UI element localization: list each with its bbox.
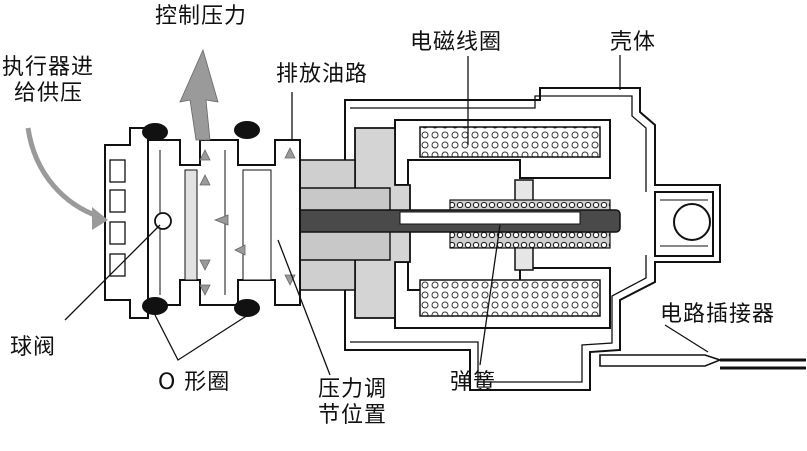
connector-pin (599, 354, 806, 370)
label-solenoid-coil: 电磁线圈 (410, 30, 503, 55)
leader-lines (64, 55, 709, 376)
ball-valve-part (154, 212, 172, 230)
label-ball-valve: 球阀 (10, 335, 57, 360)
label-actuator-supply-line1: 执行器进 (2, 55, 95, 80)
solenoid-coil-windings (419, 126, 601, 317)
label-actuator-supply: 执行器进 给供压 (2, 55, 94, 107)
label-pressure-regulation: 压力调 节位置 (318, 377, 387, 429)
o-rings (142, 121, 260, 317)
label-control-pressure: 控制压力 (155, 4, 248, 29)
label-drain-path: 排放油路 (276, 62, 369, 87)
label-actuator-supply-line2: 给供压 (14, 81, 84, 106)
label-pressure-regulation-line2: 节位置 (318, 403, 388, 428)
inlet-arrow (25, 127, 101, 220)
flow-arrows (179, 48, 296, 296)
inlet-arrow-head (92, 207, 108, 230)
label-housing: 壳体 (610, 30, 657, 55)
label-connector: 电路插接器 (660, 302, 776, 327)
label-o-ring: O 形圈 (158, 370, 231, 395)
label-pressure-regulation-line1: 压力调 (318, 377, 388, 402)
label-spring: 弹簧 (450, 370, 497, 395)
